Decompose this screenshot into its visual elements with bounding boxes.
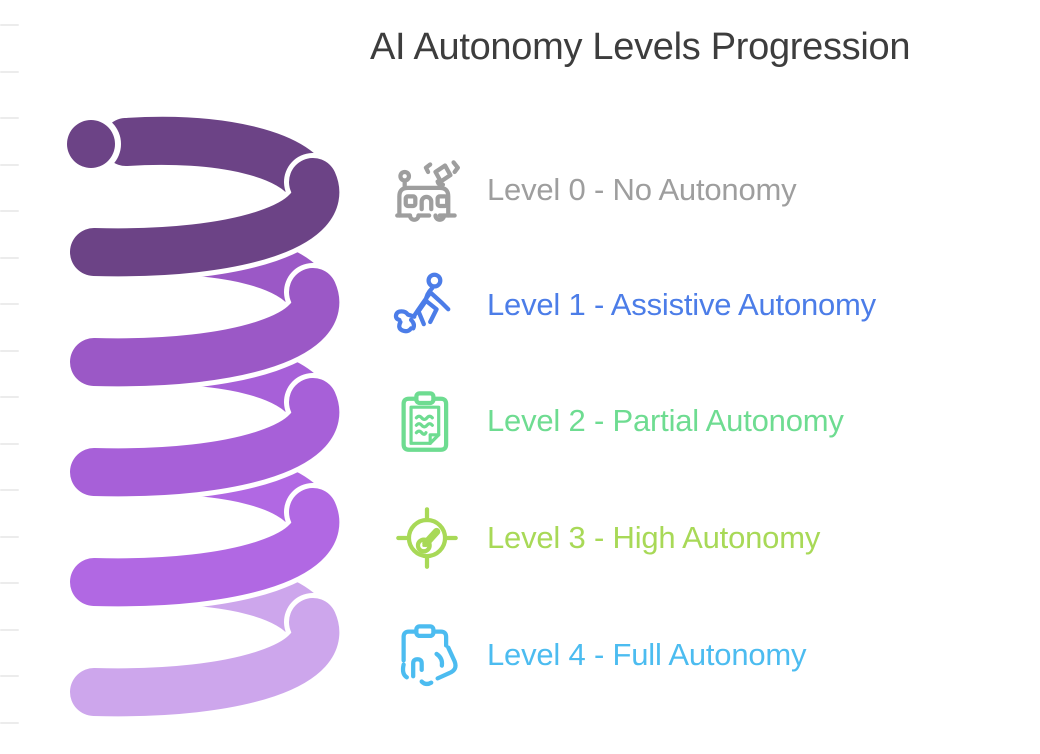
spiral-turn-1-back	[102, 116, 334, 210]
clipboard-notes-icon	[393, 381, 461, 461]
gauge-target-icon	[393, 498, 461, 578]
hand-clipboard-icon	[393, 615, 461, 695]
spiral-turn-1-front	[70, 158, 340, 277]
spiral-end-cap	[67, 120, 115, 168]
gridline-stub	[0, 70, 19, 73]
gridline-stub	[0, 628, 19, 631]
person-guide-dog-icon	[393, 265, 461, 345]
gridline-stub	[0, 675, 19, 677]
gridline-stub	[0, 442, 19, 445]
gridline-stub	[0, 256, 19, 259]
spiral-turn-5-front	[70, 598, 340, 717]
level-row-0: Level 0 - No Autonomy	[393, 150, 797, 230]
level-row-3: Level 3 - High Autonomy	[393, 498, 820, 578]
gridline-stub	[0, 163, 19, 166]
spiral-turn-2-front	[70, 268, 340, 387]
gridline-stub	[0, 210, 19, 212]
shuttle-announcement-icon	[393, 150, 461, 230]
level-label-3: Level 3 - High Autonomy	[487, 520, 821, 555]
spiral-spring-graphic	[61, 114, 345, 722]
level-row-2: Level 2 - Partial Autonomy	[393, 381, 844, 461]
level-label-1: Level 1 - Assistive Autonomy	[487, 287, 876, 322]
page-title: AI Autonomy Levels Progression	[370, 26, 911, 68]
level-row-1: Level 1 - Assistive Autonomy	[393, 265, 876, 345]
gridline-stub	[0, 117, 19, 119]
spiral-turn-4-front	[70, 488, 340, 607]
gridline-stub	[0, 24, 19, 26]
gridline-stub	[0, 535, 19, 538]
gridline-stub	[0, 582, 19, 584]
spiral-turn-3-front	[70, 378, 340, 497]
level-label-4: Level 4 - Full Autonomy	[487, 637, 807, 672]
level-row-4: Level 4 - Full Autonomy	[393, 615, 807, 695]
gridline-stub	[0, 303, 19, 305]
gridline-stub	[0, 349, 19, 352]
level-label-0: Level 0 - No Autonomy	[487, 172, 797, 207]
level-label-2: Level 2 - Partial Autonomy	[487, 403, 844, 438]
gridline-stub	[0, 721, 19, 724]
gridline-stub	[0, 489, 19, 491]
gridline-stub	[0, 396, 19, 398]
